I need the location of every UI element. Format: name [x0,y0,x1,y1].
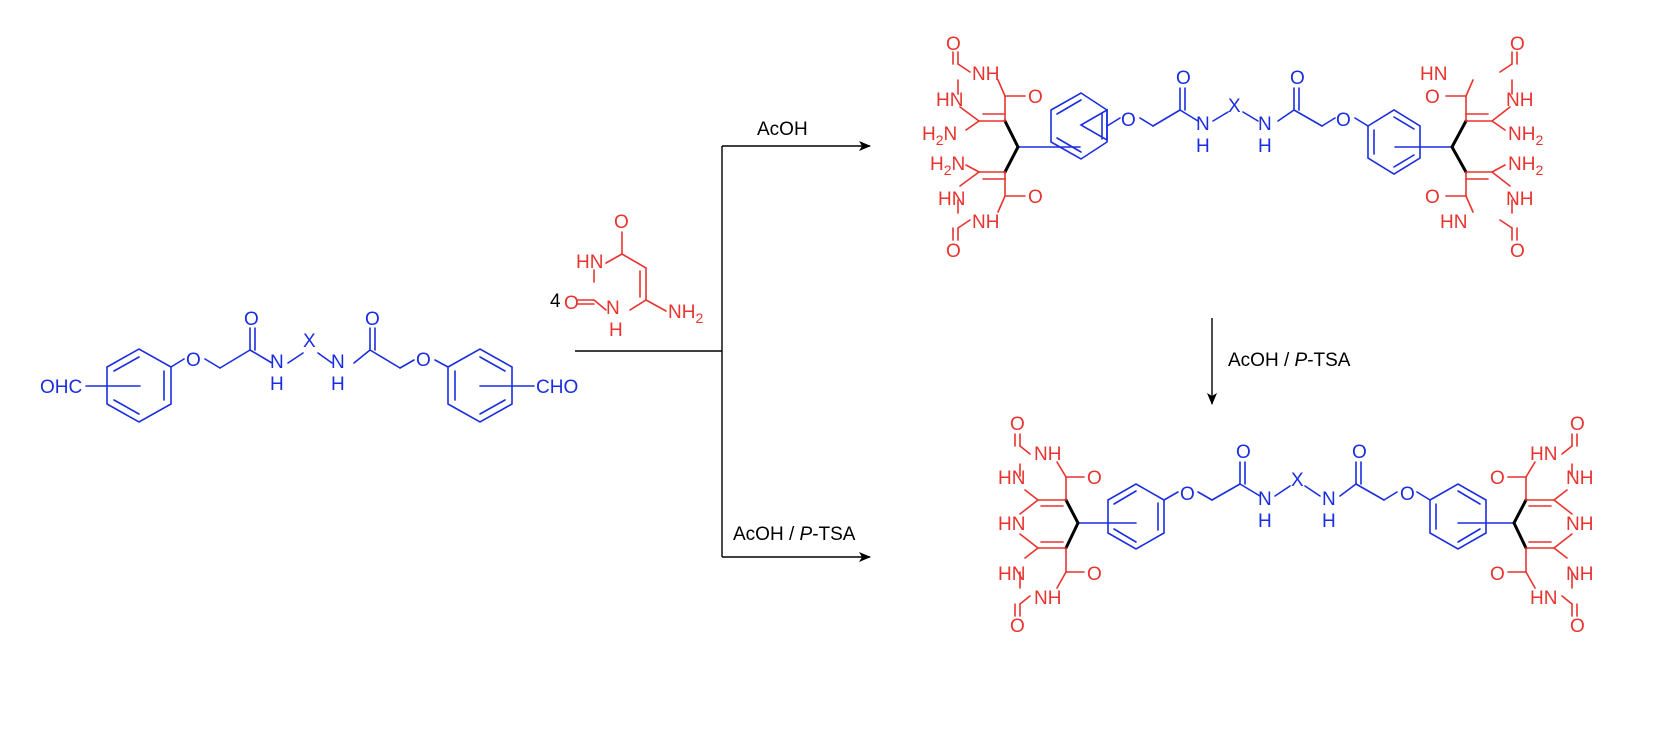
o-label: O [1010,414,1025,435]
o-label: O [946,241,961,262]
o-label: O [1570,414,1585,435]
condition-bottom: AcOH / P-TSA [733,524,856,545]
hn-label: HN [1530,444,1557,465]
o-label: O [1087,564,1102,585]
hn-label: HN [1420,64,1447,85]
nh-label: NH [1566,468,1593,489]
carbonyl-o-label: O [1352,442,1367,463]
amide-h-label: H [1258,511,1272,532]
reagent-equivalents: 4 [550,291,561,312]
o-label: O [564,293,579,314]
hn-label: HN [576,252,603,273]
product-bottom-red-labels: O NH HN O HN HN O NH O O HN O NH NH O NH… [998,414,1593,637]
amide-n-label: N [1258,489,1272,510]
o-label: O [614,212,629,233]
o-label: O [1570,616,1585,637]
carbonyl-o-label: O [1236,442,1251,463]
amide-n-label: N [1196,114,1210,135]
nh2-label: NH2 [668,302,703,326]
amide-h-label: H [331,374,345,395]
cho-label-left: OHC [40,377,82,398]
nh-label: NH [1506,90,1533,111]
amide-n-label: N [331,352,345,373]
o-label: O [1510,241,1525,262]
ether-o-label: O [1336,110,1351,131]
product-bottom-linker [1077,461,1515,550]
cho-label-right: CHO [536,377,578,398]
linker-x-label: X [303,331,316,352]
hn-label: HN [998,514,1025,535]
hn-label: HN [938,189,965,210]
nh-label: NH [1034,444,1061,465]
aminouracil-reagent [577,231,667,312]
ether-o-label: O [416,350,431,371]
product-top-red-labels: O NH HN O H2N H2N HN O NH O O HN O NH NH… [922,34,1543,262]
product-bottom-blue-labels: O O N H X N H O O [1180,442,1415,532]
amide-h-label: H [1196,136,1210,157]
amide-n-label: N [270,352,284,373]
amide-n-label: N [1322,489,1336,510]
nh-label: NH [1566,514,1593,535]
carbonyl-o-label: O [1290,68,1305,89]
product-bottom-tricycles [1014,433,1578,617]
condition-right: AcOH / P-TSA [1228,350,1351,371]
hn-label: HN [936,90,963,111]
o-label: O [1425,87,1440,108]
product-top-blue-labels: O O N H X N H O O [1121,68,1351,157]
condition-top: AcOH [757,119,808,140]
o-label: O [1510,34,1525,55]
nh-label: NH [972,212,999,233]
nh2-label: NH2 [1508,154,1543,178]
aminouracil-labels: O HN O N H NH2 [564,212,703,341]
carbonyl-o-label: O [365,309,380,330]
nh2-label: NH2 [1508,124,1543,148]
h2n-label: H2N [922,124,957,148]
nh-label: NH [1566,564,1593,585]
starting-dialdehyde [85,327,535,423]
nh-label: NH [1506,189,1533,210]
h2n-label: H2N [930,154,965,178]
n-label: N [606,298,620,319]
amide-n-label: N [1258,114,1272,135]
product-top-uracils [952,51,1518,241]
amide-h-label: H [1258,136,1272,157]
o-label: O [1010,616,1025,637]
o-label: O [1425,187,1440,208]
o-label: O [1490,468,1505,489]
hn-label: HN [1440,212,1467,233]
ether-o-label: O [1400,484,1415,505]
carbonyl-o-label: O [244,309,259,330]
linker-x-label: X [1228,96,1241,117]
o-label: O [1490,564,1505,585]
ether-o-label: O [186,350,201,371]
hn-label: HN [998,468,1025,489]
hn-label: HN [998,564,1025,585]
benzene-ring-left [106,348,172,423]
nh-label: NH [972,64,999,85]
amide-h-label: H [1322,511,1336,532]
h-label: H [609,320,623,341]
o-label: O [1087,468,1102,489]
benzene-ring-right [447,348,513,423]
ether-o-label: O [1121,110,1136,131]
product-bis-pyridodipyrimidine: O O N H X N H O O O NH HN O HN HN O NH O… [998,414,1593,637]
amide-h-label: H [270,374,284,395]
o-label: O [946,34,961,55]
reaction-arrows [575,141,1217,562]
product-bis-uracil: O O N H X N H O O O NH HN O H2N H2N HN O… [922,34,1543,262]
starting-dialdehyde-labels: OHC O O N H X N H O O CHO [40,309,578,398]
o-label: O [1028,87,1043,108]
carbonyl-o-label: O [1176,68,1191,89]
linker-x-label: X [1291,470,1304,491]
o-label: O [1028,187,1043,208]
nh-label: NH [1034,588,1061,609]
product-top-linker [1017,87,1453,175]
ether-o-label: O [1180,484,1195,505]
hn-label: HN [1530,588,1557,609]
